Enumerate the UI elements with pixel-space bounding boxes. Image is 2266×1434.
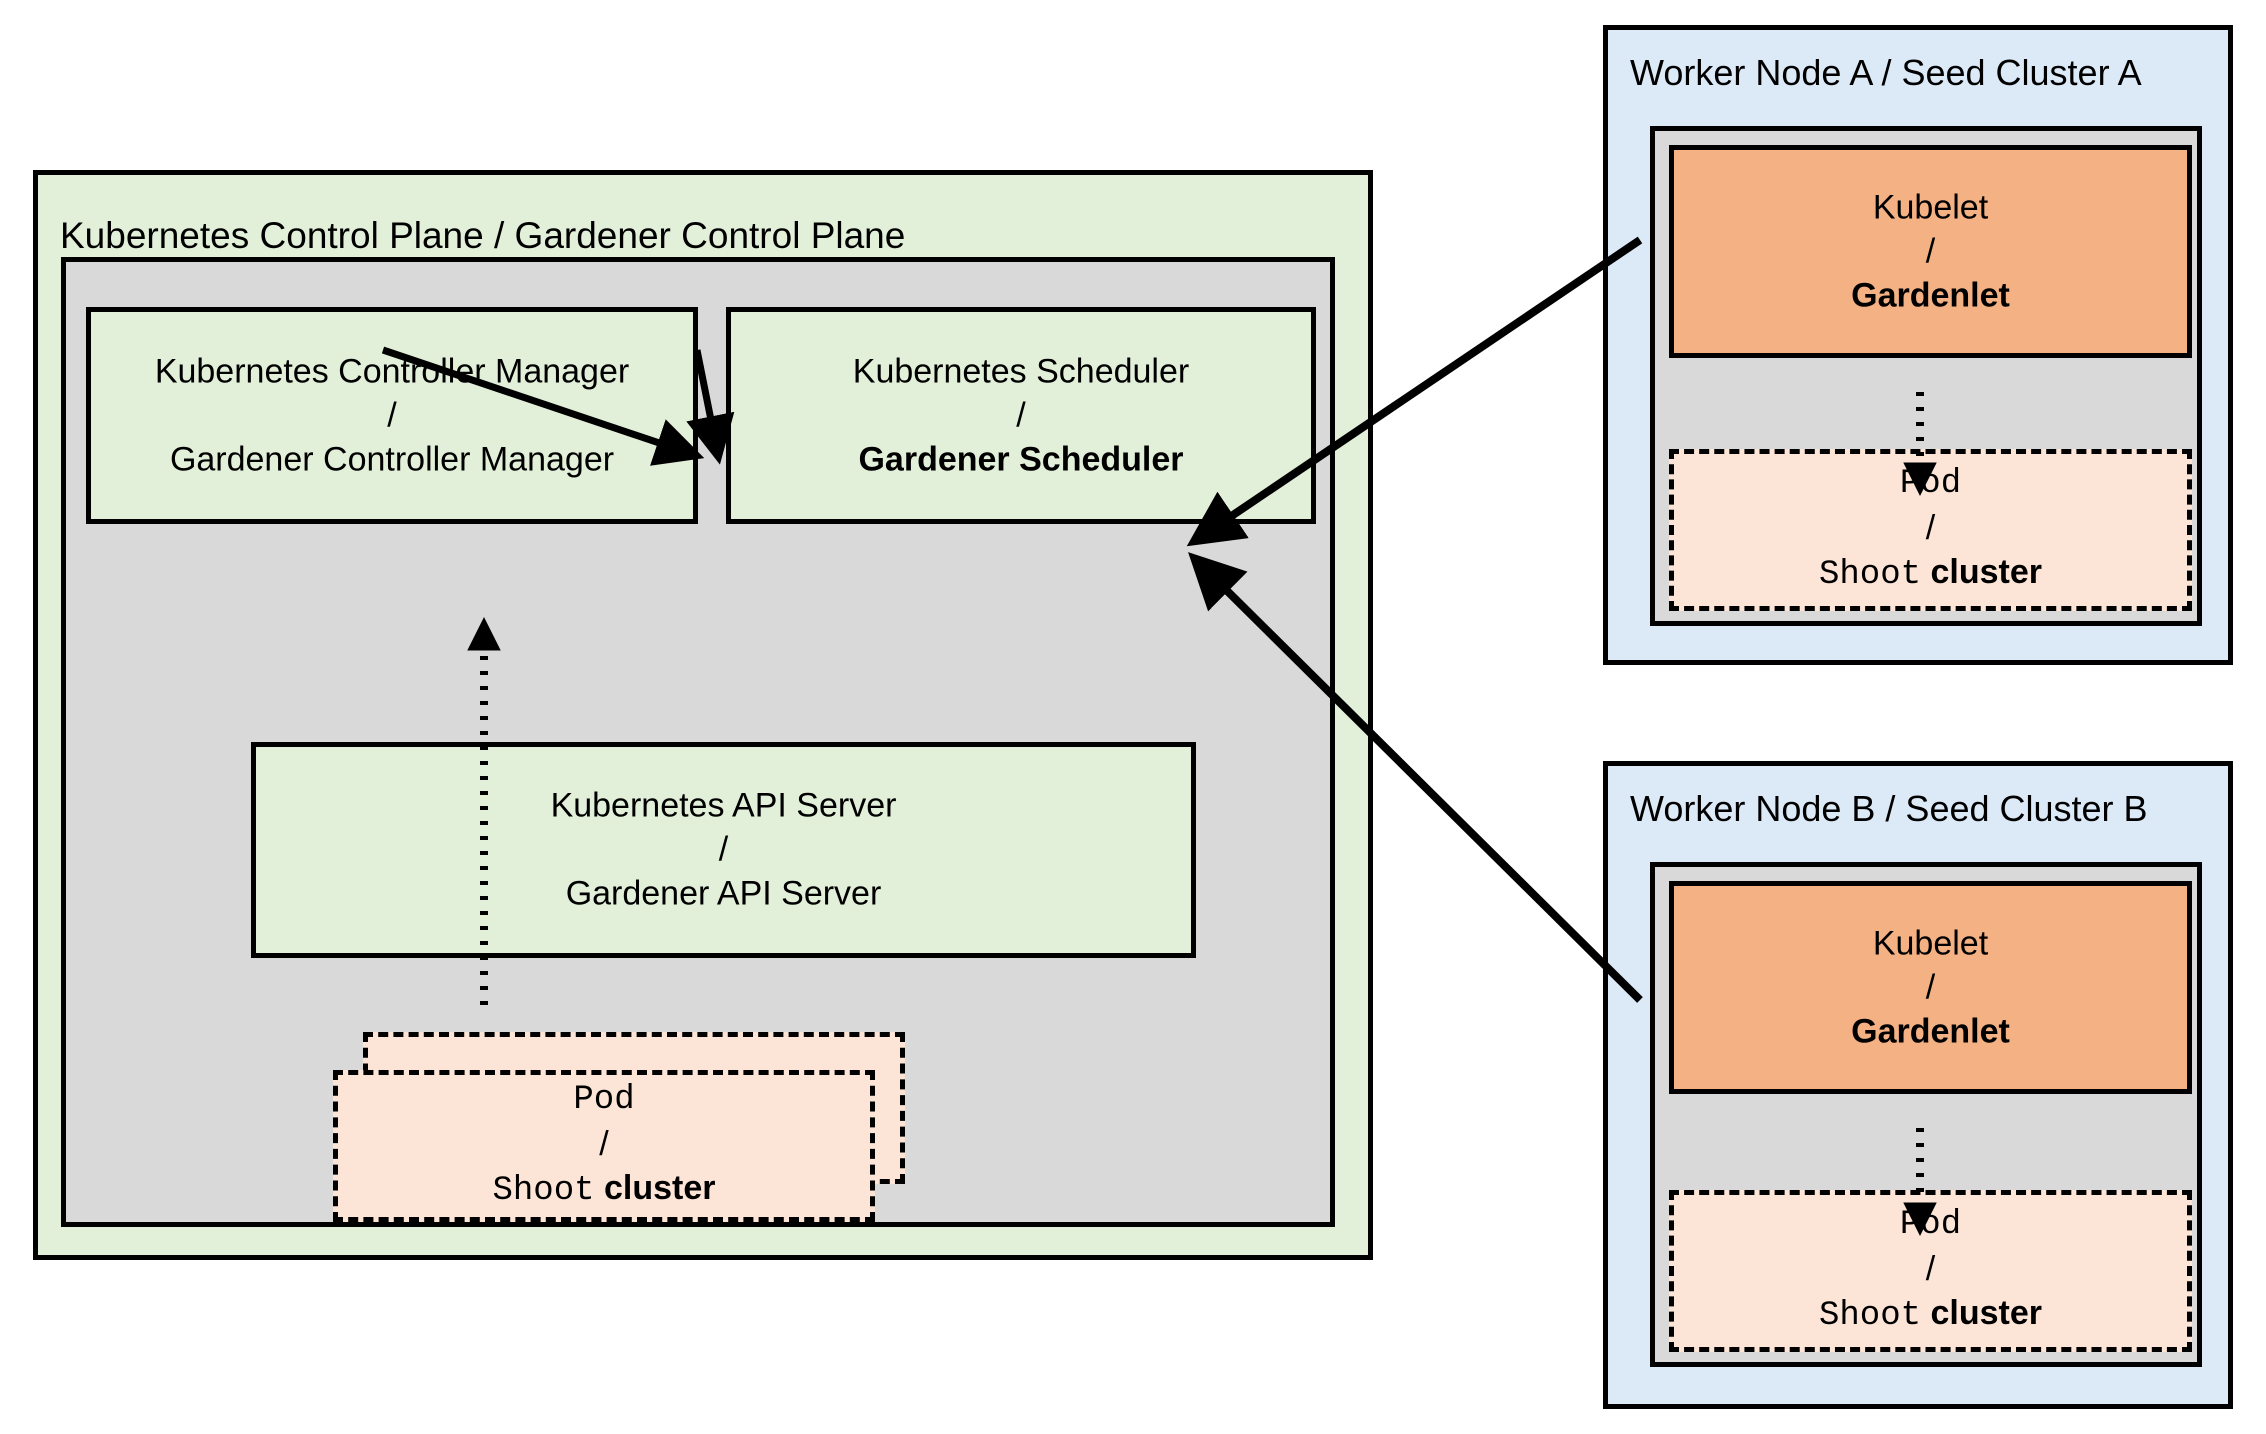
seed-cluster-b-container: Worker Node B / Seed Cluster B Kubelet /… [1603,761,2233,1409]
seed-b-pod-cluster: cluster [1930,1294,2042,1333]
seed-b-pod-line2: Shoot cluster [1674,1292,2187,1339]
seed-a-kubelet-line1: Kubelet [1872,188,1989,227]
controller-manager-line1: Kubernetes Controller Manager [154,352,630,391]
seed-cluster-a-title: Worker Node A / Seed Cluster A [1630,52,2142,93]
kubernetes-api-server-box[interactable]: Kubernetes API Server / Gardener API Ser… [251,742,1196,958]
control-plane-pod-shoot: Shoot [492,1172,595,1211]
controller-manager-line2: Gardener Controller Manager [169,440,615,479]
seed-b-pod-line1: Pod [1899,1206,1962,1245]
scheduler-line2: Gardener Scheduler [858,440,1184,479]
seed-a-kubelet-box[interactable]: Kubelet / Gardenlet [1669,145,2192,358]
scheduler-separator: / [1016,396,1026,435]
control-plane-title: Kubernetes Control Plane / Gardener Cont… [60,215,906,256]
seed-b-kubelet-line1: Kubelet [1872,924,1989,963]
seed-b-kubelet-box[interactable]: Kubelet / Gardenlet [1669,881,2192,1094]
control-plane-pod-line2: Shoot cluster [338,1167,870,1214]
control-plane-pod-box[interactable]: Pod / Shoot cluster [333,1070,875,1222]
control-plane-pod-separator: / [599,1125,609,1164]
control-plane-pod-line1: Pod [573,1081,635,1120]
seed-a-pod-shoot: Shoot [1819,556,1922,595]
seed-b-pod-separator: / [1925,1250,1936,1289]
seed-b-gardenlet-line2: Gardenlet [1851,1012,2010,1051]
seed-b-pod-shoot: Shoot [1819,1297,1922,1336]
kubernetes-scheduler-box[interactable]: Kubernetes Scheduler / Gardener Schedule… [726,307,1316,524]
api-server-separator: / [718,830,729,869]
seed-b-pod-box[interactable]: Pod / Shoot cluster [1669,1190,2192,1352]
api-server-line1: Kubernetes API Server [550,786,897,825]
control-plane-pod-spacer [595,1170,604,1208]
seed-cluster-a-container: Worker Node A / Seed Cluster A Kubelet /… [1603,25,2233,665]
seed-a-kubelet-separator: / [1925,232,1936,271]
seed-cluster-b-inner-region: Kubelet / Gardenlet Pod / Shoot cluster [1650,862,2202,1367]
controller-manager-separator: / [387,396,397,435]
api-server-line2: Gardener API Server [565,875,882,914]
seed-a-pod-line2: Shoot cluster [1674,551,2187,598]
kubernetes-controller-manager-box[interactable]: Kubernetes Controller Manager / Gardener… [86,307,698,524]
control-plane-inner-region: Kubernetes Controller Manager / Gardener… [61,257,1335,1227]
seed-a-gardenlet-line2: Gardenlet [1851,276,2010,315]
scheduler-line1: Kubernetes Scheduler [852,352,1190,391]
control-plane-pod-cluster: cluster [603,1169,716,1208]
seed-a-pod-line1: Pod [1899,465,1962,504]
control-plane-container: Kubernetes Control Plane / Gardener Cont… [33,170,1373,1260]
seed-a-pod-box[interactable]: Pod / Shoot cluster [1669,449,2192,611]
seed-a-pod-cluster: cluster [1930,553,2042,592]
seed-b-kubelet-separator: / [1925,968,1936,1007]
seed-a-pod-separator: / [1925,509,1936,548]
seed-cluster-b-title: Worker Node B / Seed Cluster B [1630,788,2148,829]
seed-cluster-a-inner-region: Kubelet / Gardenlet Pod / Shoot cluster [1650,126,2202,626]
